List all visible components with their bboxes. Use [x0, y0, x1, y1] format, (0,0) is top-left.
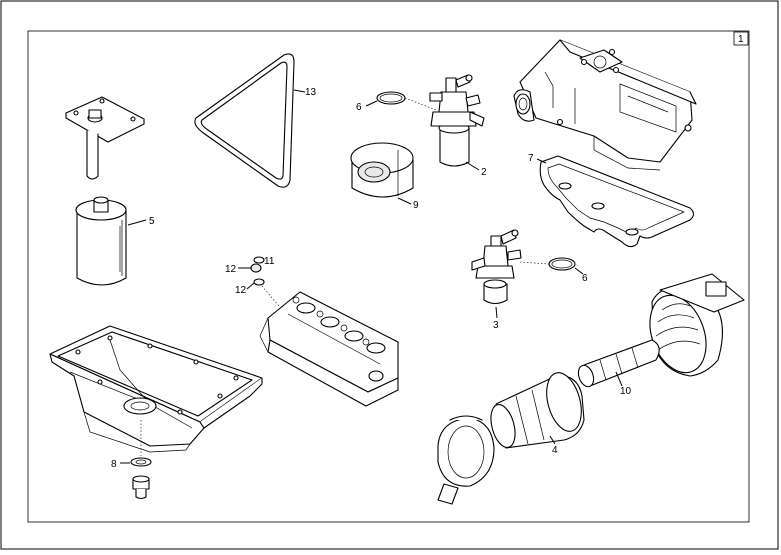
callout-4: 4 — [552, 445, 558, 456]
valve-cover-part — [513, 39, 697, 171]
v-belt-part — [194, 53, 295, 188]
oil-pan-part — [49, 325, 263, 453]
page-number-box — [733, 31, 749, 46]
callout-8: 8 — [111, 459, 117, 470]
oil-filter-part — [75, 196, 127, 286]
callout-3: 3 — [493, 320, 499, 331]
fuel-filter-cartridge-part — [350, 142, 414, 198]
air-filter-bowl-part — [437, 415, 495, 505]
callout-12-bottom: 12 — [235, 285, 247, 296]
valve-cover-gasket-part — [539, 155, 695, 248]
callout-7: 7 — [528, 153, 534, 164]
callout-5: 5 — [149, 216, 155, 227]
drain-plug-part — [130, 457, 152, 500]
cylinder-head-part — [259, 291, 399, 407]
callout-6-top: 6 — [356, 102, 362, 113]
safety-element-part — [577, 339, 660, 388]
inner-frame — [27, 30, 750, 523]
page-number: 1 — [738, 34, 744, 45]
callout-12-top: 12 — [225, 264, 237, 275]
oil-strainer-part — [65, 96, 145, 180]
air-filter-cover-part — [649, 273, 745, 377]
callout-9: 9 — [413, 200, 419, 211]
fuel-prefilter-part — [471, 229, 522, 305]
callout-13: 13 — [305, 87, 317, 98]
callout-10: 10 — [620, 386, 632, 397]
callout-2: 2 — [481, 167, 487, 178]
washer-set-part — [250, 256, 265, 286]
callout-6-bottom: 6 — [582, 273, 588, 284]
air-filter-element-part — [490, 372, 585, 449]
fuel-filter-assembly-part — [429, 74, 485, 167]
callout-11: 11 — [264, 256, 275, 267]
